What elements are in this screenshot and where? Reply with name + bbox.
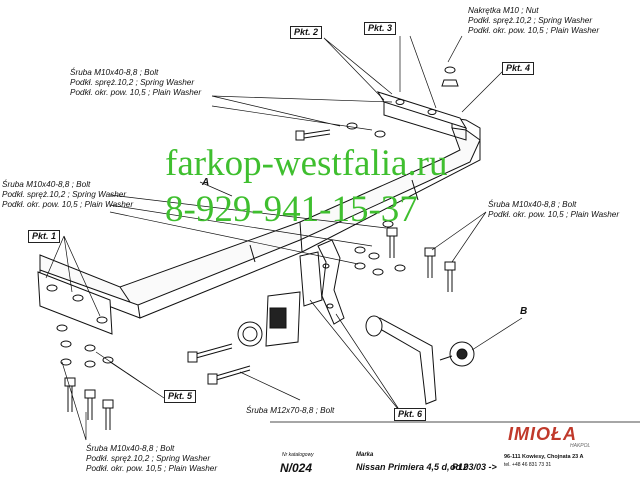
callout-top-right: Nakrętka M10 ; Nut Podkł. spręż.10,2 ; S… (468, 6, 599, 36)
callout-top-right-line-3: Podkł. okr. pow. 10,5 ; Plain Washer (468, 26, 600, 35)
top-bracket (376, 91, 468, 141)
callout-top-left-line-3: Podkł. okr. pow. 10,5 ; Plain Washer (70, 88, 202, 97)
catalog-label: Nr katalogowy (282, 452, 314, 458)
bolts (64, 129, 456, 430)
pkt-6-label: Pkt. 6 (394, 408, 427, 421)
logo-subtitle: HAKPOL (570, 443, 591, 449)
callout-bottom-left-line-2: Podkł. spręż.10,2 ; Spring Washer (86, 454, 211, 463)
callout-top-left-line-1: Śruba M10x40-8,8 ; Bolt (70, 68, 159, 77)
imiola-logo: IMIOŁA (508, 424, 577, 444)
callout-top-right-line-2: Podkł. spręż.10,2 ; Spring Washer (468, 16, 593, 25)
left-bracket (37, 271, 113, 335)
callout-mid-left-line-1: Śruba M10x40-8,8 ; Bolt (2, 180, 91, 189)
callout-mid-left-line-3: Podkł. okr. pow. 10,5 ; Plain Washer (2, 200, 134, 209)
callout-mid-left: Śruba M10x40-8,8 ; Bolt Podkł. spręż.10,… (2, 180, 133, 210)
callout-mid-right-line-2: Podkł. okr. pow. 10,5 ; Plain Washer (488, 210, 620, 219)
pkt-2-label: Pkt. 2 (290, 26, 323, 39)
washers-nuts (56, 66, 459, 368)
callout-mid-left-line-2: Podkł. spręż.10,2 ; Spring Washer (2, 190, 127, 199)
callout-mid-right: Śruba M10x40-8,8 ; Bolt Podkł. okr. pow.… (488, 200, 619, 220)
part-b-label: B (520, 306, 528, 317)
pkt-5-label: Pkt. 5 (164, 390, 197, 403)
callout-mid-right-line-1: Śruba M10x40-8,8 ; Bolt (488, 200, 577, 209)
vehicle-model: Nissan Primiera 4,5 d, P12 (356, 462, 469, 472)
center-mount-plate (299, 239, 345, 325)
callout-bottom-left: Śruba M10x40-8,8 ; Bolt Podkł. spręż.10,… (86, 444, 217, 474)
pkt-1-label: Pkt. 1 (28, 230, 61, 243)
callout-top-left: Śruba M10x40-8,8 ; Bolt Podkł. spręż.10,… (70, 68, 201, 98)
callout-top-left-line-2: Podkł. spręż.10,2 ; Spring Washer (70, 78, 195, 87)
catalog-number: N/024 (280, 461, 313, 475)
callout-top-right-line-1: Nakrętka M10 ; Nut (468, 6, 539, 15)
ball-neck-b (365, 315, 475, 405)
callout-bottom-left-line-3: Podkł. okr. pow. 10,5 ; Plain Washer (86, 464, 218, 473)
brand-label: Marka (356, 452, 374, 458)
callout-bottom-center: Śruba M12x70-8,8 ; Bolt (246, 406, 335, 415)
callout-bottom-left-line-1: Śruba M10x40-8,8 ; Bolt (86, 444, 175, 453)
socket-plate (237, 291, 301, 347)
company-address: 96-111 Kowiesy, Chojnata 23 A (504, 454, 584, 460)
pkt-4-label: Pkt. 4 (502, 62, 535, 75)
watermark-phone: 8-929-941-15-37 (165, 189, 418, 230)
leader-lines (45, 35, 523, 441)
pkt-3-label: Pkt. 3 (364, 22, 397, 35)
company-phone: tel. +48 46 831 73 31 (504, 462, 552, 468)
production-date: od 03/03 -> (450, 462, 497, 472)
watermark-site: farkop-westfalia.ru (165, 143, 448, 184)
part-a-label: A (202, 177, 210, 188)
